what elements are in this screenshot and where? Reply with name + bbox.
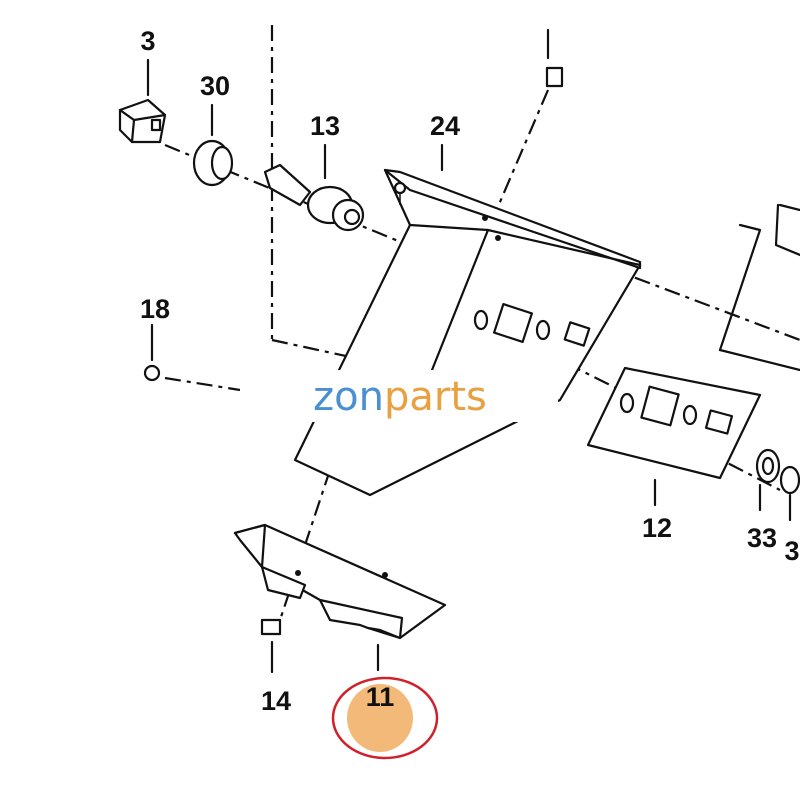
watermark-logo: zonparts [313,374,487,420]
nut-part-33 [755,448,800,522]
callout-14: 14 [261,686,291,716]
callout-labels: 3 30 13 24 18 12 33 3 14 [140,26,800,716]
nut-part-14 [260,618,282,674]
screw-part-18 [143,323,161,382]
cover-part-11 [233,523,447,672]
callout-24: 24 [430,111,460,141]
relay-part-3 [118,58,167,144]
callout-3: 3 [140,26,155,56]
callout-30: 30 [200,71,230,101]
key-switch-part-13 [263,143,365,232]
callout-3-right: 3 [784,536,799,566]
frame-right [718,203,800,372]
callout-18: 18 [140,294,170,324]
highlight-dot [347,684,413,752]
callout-33: 33 [747,523,777,553]
watermark-part2: parts [384,374,487,420]
ring-part-30 [192,103,234,187]
switch-plate-part-12 [586,366,762,507]
watermark: zonparts [240,370,558,422]
callout-11: 11 [366,682,395,712]
watermark-part1: zon [313,374,384,420]
highlight-marker: 11 [331,676,439,760]
callout-13: 13 [310,111,340,141]
highlight-circle [331,676,439,760]
bolt-part-top [545,28,564,88]
callout-12: 12 [642,513,672,543]
